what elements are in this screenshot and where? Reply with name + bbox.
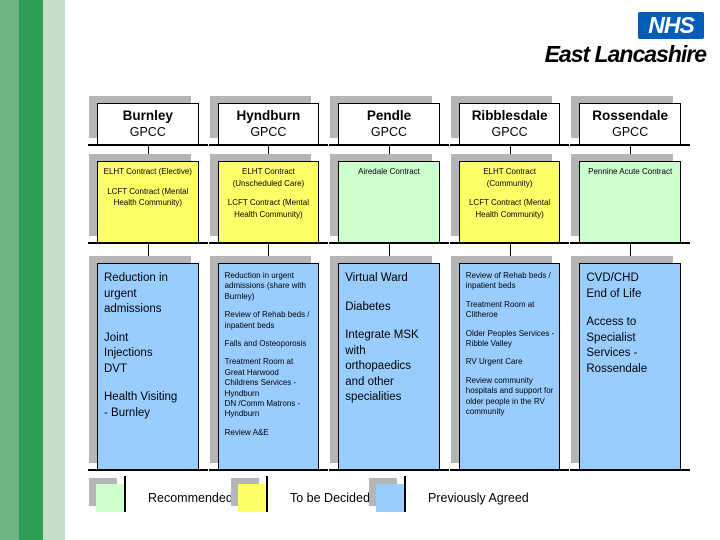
nhs-logo-box: NHS (638, 12, 704, 39)
down-arrow-connector (338, 145, 440, 161)
contract-item: LCFT Contract (Mental Health Community) (107, 186, 189, 208)
gpcc-diagram: Burnley GPCC ELHT Contract (Elective) LCF… (88, 103, 690, 471)
contract-item: ELHT Contract (Community) (483, 167, 536, 188)
contract-item: ELHT Contract (Elective) (103, 167, 192, 176)
initiative-item: Falls and Osteoporosis (224, 338, 307, 348)
status-legend: Recommended To be Decided Previously Agr… (0, 476, 720, 518)
initiative-item: RV Urgent Care (465, 357, 523, 367)
gpcc-column: Ribblesdale GPCC ELHT Contract (Communit… (449, 103, 569, 471)
contract-item: LCFT Contract (Mental Health Community) (227, 198, 309, 219)
gpcc-header-box: Ribblesdale GPCC (449, 103, 569, 146)
legend-item: Recommended (96, 476, 233, 512)
nhs-logo-text: NHS (648, 12, 695, 38)
down-arrow-connector (218, 243, 320, 263)
contracts-box: ELHT Contract (Community) LCFT Contract (… (449, 161, 569, 244)
initiative-item: Review A&E (224, 427, 269, 437)
left-stripe-dark-green (19, 0, 43, 540)
gpcc-header-box: Pendle GPCC (329, 103, 449, 146)
legend-label: To be Decided (290, 491, 370, 505)
down-arrow-connector (218, 145, 320, 161)
gpcc-label: GPCC (129, 125, 166, 139)
initiative-item: Review of Rehab beds / inpatient beds (224, 310, 310, 330)
area-title: Hyndburn (236, 108, 301, 123)
legend-item: To be Decided (238, 476, 370, 512)
initiative-item: Review of Rehab beds / inpatient beds (465, 271, 551, 291)
area-title: Pendle (366, 108, 412, 123)
contracts-box: Airedale Contract (329, 161, 449, 244)
left-stripe-medium-green (0, 0, 19, 540)
gpcc-column: Rossendale GPCC Pennine Acute Contract C… (570, 103, 690, 471)
gpcc-label: GPCC (250, 125, 287, 139)
legend-label: Previously Agreed (428, 491, 529, 505)
legend-item: Previously Agreed (376, 476, 529, 512)
down-arrow-connector (97, 243, 199, 263)
contract-item: Airedale Contract (358, 167, 420, 176)
gpcc-column: Burnley GPCC ELHT Contract (Elective) LCF… (88, 103, 208, 471)
initiative-item: Health Visiting - Burnley (104, 391, 178, 419)
initiative-item: Reduction in urgent admissions (104, 272, 168, 316)
legend-color-swatch (238, 476, 268, 512)
initiative-item: Older Peoples Services - Ribble Valley (465, 328, 555, 348)
gpcc-header-box: Hyndburn GPCC (208, 103, 328, 146)
area-title: Burnley (122, 108, 173, 123)
legend-color-swatch (376, 476, 406, 512)
initiative-item: Reduction in urgent admissions (share wi… (224, 271, 306, 301)
down-arrow-connector (97, 145, 199, 161)
down-arrow-connector (459, 145, 561, 161)
gpcc-column: Pendle GPCC Airedale Contract Virtual Wa… (329, 103, 449, 471)
initiative-item: Joint Injections DVT (104, 331, 153, 375)
contract-item: ELHT Contract (Unscheduled Care) (232, 167, 305, 188)
nhs-logo: NHS East Lancashire (544, 12, 707, 68)
area-title: Rossendale (592, 108, 669, 123)
initiative-item: Review community hospitals and support f… (465, 375, 554, 416)
legend-color-swatch (96, 476, 126, 512)
gpcc-column: Hyndburn GPCC ELHT Contract (Unscheduled… (208, 103, 328, 471)
contracts-box: Pennine Acute Contract (570, 161, 690, 244)
initiative-item: Virtual Ward (345, 272, 408, 284)
gpcc-label: GPCC (370, 125, 408, 139)
initiative-item: Access to Specialist Services - Rossenda… (586, 316, 648, 375)
contracts-box: ELHT Contract (Elective) LCFT Contract (M… (88, 161, 208, 244)
initiative-item: Diabetes (345, 300, 391, 313)
legend-label: Recommended (148, 491, 233, 505)
contract-item: LCFT Contract (Mental Health Community) (468, 198, 551, 219)
area-title: Ribblesdale (471, 108, 548, 123)
contract-item: Pennine Acute Contract (588, 167, 673, 176)
left-stripe-light-green (43, 0, 65, 540)
down-arrow-connector (338, 243, 440, 263)
gpcc-header-box: Burnley GPCC (88, 103, 208, 146)
down-arrow-connector (579, 243, 681, 263)
gpcc-label: GPCC (612, 125, 649, 139)
gpcc-header-box: Rossendale GPCC (570, 103, 690, 146)
contracts-box: ELHT Contract (Unscheduled Care) LCFT Con… (208, 161, 328, 244)
down-arrow-connector (579, 145, 681, 161)
down-arrow-connector (459, 243, 561, 263)
initiative-item: Treatment Room at Clitheroe (465, 299, 535, 320)
initiative-item: CVD/CHD End of Life (586, 272, 642, 300)
initiative-item: Integrate MSK with orthopaedics and othe… (345, 329, 419, 404)
initiative-item: Treatment Room at Great Harwood Children… (224, 357, 301, 419)
initiatives-box: Reduction in urgent admissions (share wi… (208, 263, 328, 471)
organisation-name: East Lancashire (544, 41, 707, 67)
gpcc-label: GPCC (491, 125, 528, 139)
